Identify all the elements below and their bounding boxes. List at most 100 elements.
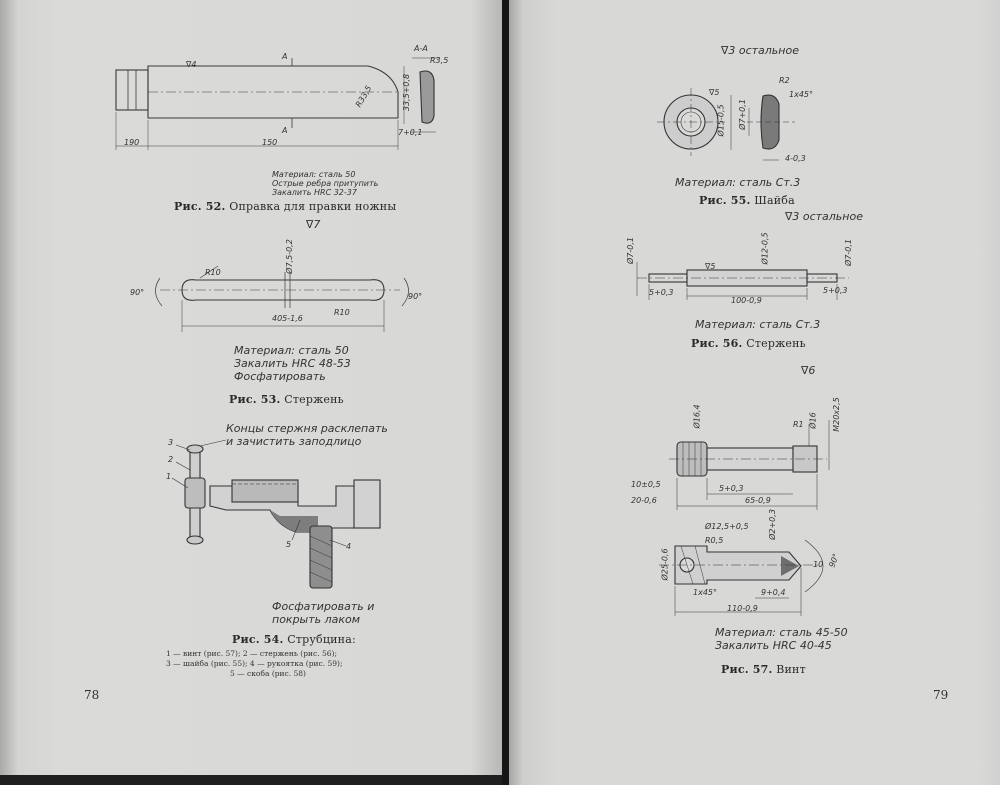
fig57-drawing [659, 420, 830, 616]
fig57-total: 110-0,9 [727, 604, 758, 613]
fig52-note-1: Материал: сталь 50 [272, 170, 356, 179]
fig56-label: Рис. 56. [691, 337, 743, 350]
fig57-tip: 10 [813, 560, 824, 569]
fig52-len-a: 190 [124, 138, 140, 147]
fig55-drawing [657, 88, 795, 161]
fig52-radius: R3,5 [430, 56, 449, 65]
fig52-len-b: 150 [262, 138, 278, 147]
fig57-d-shank: Ø16 [808, 412, 818, 429]
fig52-cut-top: А [282, 52, 288, 61]
fig57-dim-d: 65-0,9 [745, 496, 771, 505]
fig52-note-2: Острые ребра притупить [272, 179, 379, 188]
fig53-angle-left: 90° [130, 288, 145, 297]
fig57-dim-e: 9+0,4 [761, 588, 786, 597]
left-page: ∇4 А А R33,5 190 150 А-А R3,5 33,5+0,8 7… [0, 0, 502, 775]
fig54-callout-1: 1 [166, 472, 172, 481]
fig56-d-right: Ø7-0,1 [844, 239, 853, 266]
left-page-drawings [115, 57, 440, 589]
fig54-legend-1: 1 — винт (рис. 57); 2 — стержень (рис. 5… [166, 649, 337, 658]
page-number-left: 78 [84, 688, 100, 702]
fig57-thread: M20х2,5 [831, 397, 841, 432]
fig54-caption: Рис. 54. Струбцина: [232, 633, 356, 646]
fig54-note-bottom-2: покрыть лаком [272, 613, 361, 626]
fig56-drawing [636, 262, 849, 300]
fig57-label: Рис. 57. [721, 663, 773, 676]
fig53-angle-right: 90° [408, 292, 423, 301]
fig55-outer: Ø15-0,5 [716, 104, 726, 137]
fig54-note-bottom: Фосфатировать и покрыть лаком [272, 600, 374, 626]
fig52-title: Оправка для правки ножны [229, 200, 397, 213]
fig54-title: Струбцина: [287, 633, 356, 646]
fig52-shank [115, 69, 149, 111]
fig55-r: R2 [779, 76, 790, 85]
fig54-callout-3: 3 [168, 438, 174, 447]
fig57-header: ∇6 [801, 364, 816, 377]
fig52-notes: Материал: сталь 50 Острые ребра притупит… [272, 170, 378, 197]
fig57-caption: Рис. 57. Винт [721, 663, 806, 676]
fig55-inner: Ø7+0,1 [737, 99, 747, 130]
fig54-note-top-1: Концы стержня расклепать [226, 422, 388, 435]
fig52-height: 33,5+0,8 [402, 73, 412, 112]
fig54-legend: 1 — винт (рис. 57); 2 — стержень (рис. 5… [166, 649, 343, 679]
fig52-section-label: А-А [414, 44, 428, 53]
fig56-e-left: 5+0,3 [649, 288, 674, 297]
fig53-r-right: R10 [334, 308, 350, 317]
fig54-handle [309, 525, 333, 589]
fig56-finish: ∇5 [705, 262, 716, 271]
fig57-dim-a: 10±0,5 [631, 480, 661, 489]
fig54-note-top: Концы стержня расклепать и зачистить зап… [226, 422, 388, 448]
fig52-note-3: Закалить HRC 32-37 [272, 188, 357, 197]
fig53-drawing [155, 265, 409, 332]
fig57-r1: R1 [793, 420, 804, 429]
fig53-notes: Материал: сталь 50 Закалить HRC 48-53 Фо… [234, 344, 351, 383]
right-page: ∇3 остальное ∇5 R2 1х45° Ø15-0,5 Ø7+0,1 … [509, 0, 1000, 785]
fig52-drawing [115, 57, 440, 150]
fig54-callout-4: 4 [346, 542, 352, 551]
fig53-note-2: Закалить HRC 48-53 [234, 357, 351, 370]
fig54-legend-2: 3 — шайба (рис. 55); 4 — рукоятка (рис. … [166, 659, 343, 668]
fig55-thick: 4-0,3 [785, 154, 806, 163]
fig54-legend-3: 5 — скоба (рис. 58) [230, 669, 306, 678]
fig54-note-top-2: и зачистить заподлицо [226, 435, 362, 448]
right-page-drawings [636, 88, 849, 616]
fig54-label: Рис. 54. [232, 633, 284, 646]
fig55-material: Материал: сталь Ст.3 [675, 176, 801, 189]
fig54-note-bottom-1: Фосфатировать и [272, 600, 375, 613]
fig53-title: Стержень [284, 393, 344, 406]
fig56-d-mid: Ø12-0,5 [760, 232, 770, 265]
fig53-note-1: Материал: сталь 50 [234, 344, 349, 357]
fig55-header: ∇3 остальное [721, 44, 799, 57]
fig57-d-head: Ø16,4 [692, 404, 702, 429]
fig55-label: Рис. 55. [699, 194, 751, 207]
fig57-chamfer: 1х45° [693, 588, 718, 597]
fig53-finish: ∇7 [306, 218, 321, 231]
fig56-d-left: Ø7-0,1 [626, 237, 635, 264]
fig53-caption: Рис. 53. Стержень [229, 393, 344, 406]
fig53-label: Рис. 53. [229, 393, 281, 406]
fig57-note-1: Материал: сталь 45-50 [715, 626, 848, 639]
fig56-caption: Рис. 56. Стержень [691, 337, 806, 350]
fig52-finish: ∇4 [186, 60, 197, 69]
fig56-material: Материал: сталь Ст.3 [695, 318, 821, 331]
book-gutter [502, 0, 509, 785]
fig55-caption: Рис. 55. Шайба [699, 194, 795, 207]
fig53-length: 405-1,6 [272, 314, 303, 323]
fig54-callout-2: 2 [168, 455, 174, 464]
fig52-cut-bottom: А [282, 126, 288, 135]
fig57-d2: Ø2+0,3 [767, 509, 777, 540]
fig56-length: 100-0,9 [731, 296, 762, 305]
fig53-diam: Ø7,5-0,2 [284, 239, 294, 274]
fig57-notes: Материал: сталь 45-50 Закалить HRC 40-45 [715, 626, 848, 652]
fig57-d-flange: Ø25-0,6 [660, 548, 670, 581]
fig52-label: Рис. 52. [174, 200, 226, 213]
fig55-finish: ∇5 [709, 88, 720, 97]
fig53-note-3: Фосфатировать [234, 370, 326, 383]
fig57-hole: Ø12,5+0,5 [705, 522, 749, 531]
fig56-e-right: 5+0,3 [823, 286, 848, 295]
fig57-dim-b: 20-0,6 [631, 496, 657, 505]
fig52-caption: Рис. 52. Оправка для правки ножны [174, 200, 396, 213]
fig52-blade [147, 65, 399, 119]
page-number-right: 79 [933, 688, 949, 702]
fig52-thick: 7+0,1 [398, 128, 423, 137]
